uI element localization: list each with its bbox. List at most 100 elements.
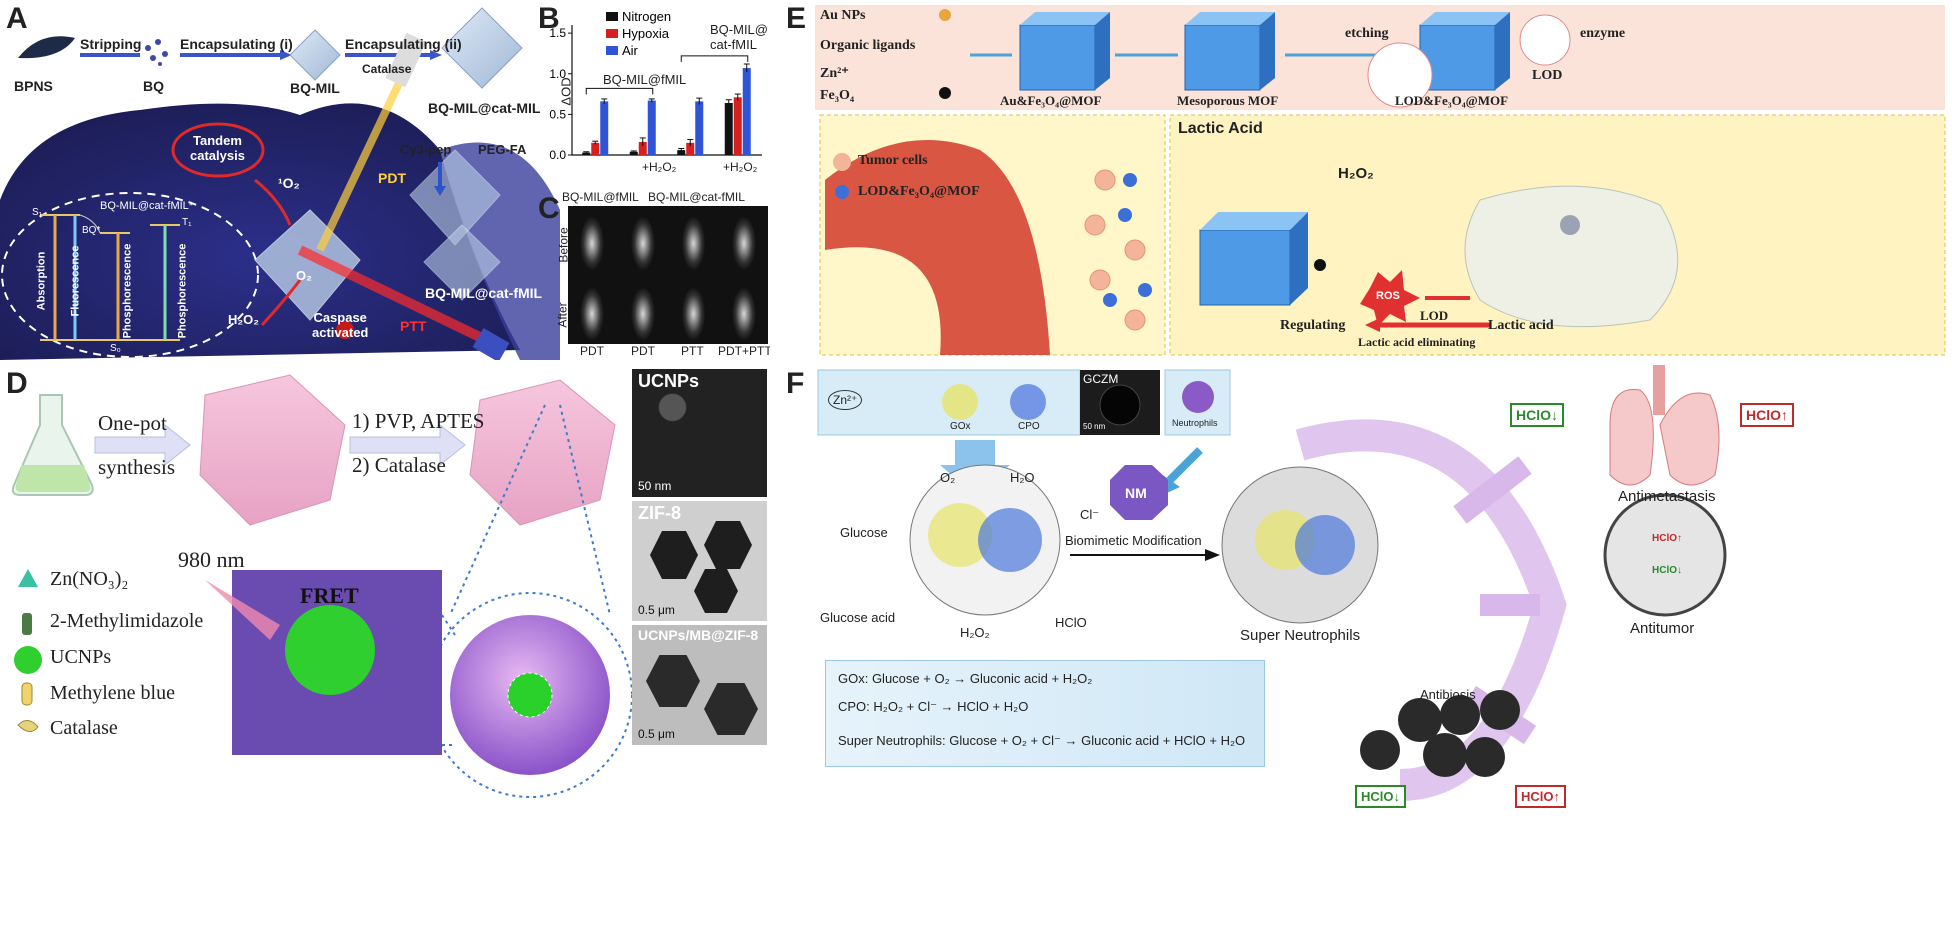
etching-label: etching: [1345, 26, 1389, 41]
ros-burst-icon: [1360, 270, 1420, 326]
tumor-cell-particles: [1084, 169, 1146, 331]
neutrophil-icon: [1182, 381, 1214, 413]
bar: [582, 152, 591, 155]
col-label-1: PDT: [580, 344, 604, 358]
column-group-head-1: BQ-MIL@fMIL: [562, 190, 639, 204]
chart-ylabel: ΔOD: [558, 77, 574, 106]
panel-a-label: A: [6, 2, 28, 35]
equation-gox: GOx: Glucose + O₂ → Gluconic acid + H₂O₂: [838, 671, 1093, 686]
delta-od-bar-chart: 0.00.51.01.5: [549, 25, 762, 162]
mouse-image: [669, 276, 718, 344]
nm-label: NM: [1125, 485, 1147, 501]
super-neutrophils-label: Super Neutrophils: [1240, 627, 1361, 644]
bq-mil-label: BQ-MIL: [290, 80, 340, 96]
tem-image-zif8: ZIF-8 0.5 μm: [632, 501, 767, 621]
h2o2-label-e: H₂O₂: [1338, 165, 1374, 182]
col-label-3: PTT: [681, 344, 704, 358]
zn-label: Zn²⁺: [820, 66, 849, 81]
hclo-down-badge: HClO↓: [1510, 403, 1564, 427]
nm-badge: [1110, 465, 1168, 520]
catalase-label: Catalase: [362, 62, 412, 76]
singlet-oxygen-label: ¹O₂: [278, 175, 300, 191]
legend-item-nitrogen: Nitrogen: [606, 8, 671, 25]
mof3-label: LOD&Fe₃O₄@MOF: [1395, 93, 1509, 108]
mb-zif8-particle: [704, 683, 758, 735]
central-crystal: [254, 209, 361, 321]
lactic-acid-eliminating-label: Lactic acid eliminating: [1358, 335, 1476, 349]
panel-c-label: C: [538, 192, 560, 225]
panel-f-label: F: [786, 367, 805, 400]
bacteria-cluster: [1360, 690, 1520, 777]
y-tick-label: 1.5: [549, 26, 566, 40]
bq-mil-cat-mil-label: BQ-MIL@cat-MIL: [428, 100, 541, 116]
biomimetic-label: Biomimetic Modification: [1065, 533, 1202, 548]
methylene-blue-icon: [21, 682, 33, 706]
panel-e-label: E: [786, 2, 807, 35]
group-bracket: [680, 55, 749, 62]
bar: [742, 68, 751, 155]
hclo-up-badge-2: HClO↑: [1515, 785, 1566, 808]
ptt-label: PTT: [400, 318, 427, 334]
hclo-in-tumor-down: HClO↓: [1652, 565, 1682, 576]
au-nps-label: Au NPs: [820, 8, 866, 23]
bar: [647, 100, 656, 155]
mouse-image: [568, 276, 616, 344]
lod-mof-icon: [835, 185, 849, 199]
ucnp-sphere: [285, 605, 375, 695]
inset-title: BQ-MIL@cat-fMIL*: [100, 200, 194, 212]
legend-methylimidazole: 2-Methylimidazole: [50, 610, 204, 632]
ros-label: ROS: [1376, 290, 1400, 302]
h2o2-label-f: H₂O₂: [960, 625, 990, 640]
bar: [686, 142, 695, 155]
h2o2-label: H₂O₂: [228, 312, 260, 327]
cy3-pep-label: Cy3-pep: [400, 142, 452, 157]
tem-scale-ucnps-mb-zif8: 0.5 μm: [638, 727, 675, 741]
mouse-image: [720, 276, 768, 344]
fe3o4-label: Fe₃O₄: [820, 88, 855, 103]
blood-vessel: [825, 140, 1050, 355]
mouse-image: [618, 276, 667, 344]
bq-mil-cat-crystal: [441, 7, 523, 89]
caspase-icon: [336, 321, 354, 339]
legend-label-hypoxia: Hypoxia: [622, 26, 669, 41]
panel-f: F Zn²⁺ GOx CPO GCZM 50 nm Neutrophils O₂…: [780, 365, 1952, 950]
legend-catalase: Catalase: [50, 717, 118, 739]
lactic-acid-label: Lactic acid: [1488, 318, 1554, 333]
group2-label: BQ-MIL@ cat-fMIL: [710, 22, 768, 52]
tumor-cell-icon: [833, 153, 851, 171]
bar: [677, 150, 686, 155]
legend-zn: Zn(NO₃)₂: [50, 568, 129, 590]
nitrogen-swatch: [606, 12, 618, 21]
bar: [629, 151, 638, 155]
tem-label-ucnps-mb-zif8: UCNPs/MB@ZIF-8: [638, 627, 759, 643]
gox-icon: [942, 384, 978, 420]
panel-c: C BQ-MIL@fMIL BQ-MIL@cat-fMIL Before Aft…: [530, 186, 770, 361]
panel-d: D One-pot synthesis 1) PVP, APTES 2) Cat…: [0, 365, 775, 950]
tem-scale-ucnps: 50 nm: [638, 479, 672, 493]
tem-image-ucnps-mb-zif8: UCNPs/MB@ZIF-8 0.5 μm: [632, 625, 767, 745]
glucose-acid-label: Glucose acid: [820, 610, 896, 625]
t1-label: T₁: [182, 217, 192, 228]
zif8-crystal-2: [469, 379, 616, 526]
laser-beam-980: [205, 580, 280, 640]
hypoxia-swatch: [606, 29, 618, 38]
catalase-icon: [17, 720, 39, 732]
laser-980-label: 980 nm: [178, 547, 245, 572]
bq-mil-cat-fmil-label: BQ-MIL@cat-fMIL: [425, 285, 543, 301]
fluorescence-label: Fluorescence: [69, 245, 82, 317]
ptt-laser-beam: [297, 245, 493, 347]
cpo-icon: [1010, 384, 1046, 420]
bar: [591, 142, 600, 155]
panel-d-label: D: [6, 367, 28, 400]
mouse-image: [720, 206, 768, 274]
gczm-label: GCZM: [1083, 372, 1119, 386]
caspase-label: Caspase activated: [312, 310, 369, 340]
tem-label-zif8: ZIF-8: [638, 503, 681, 523]
panel-f-artwork: [817, 365, 1727, 801]
gox-label: GOx: [950, 421, 971, 432]
legend: Nitrogen Hypoxia Air: [606, 8, 671, 59]
mof-cube-large: [1199, 212, 1308, 306]
nucleus-inset: [1, 192, 259, 358]
cpo-label: CPO: [1018, 421, 1040, 432]
